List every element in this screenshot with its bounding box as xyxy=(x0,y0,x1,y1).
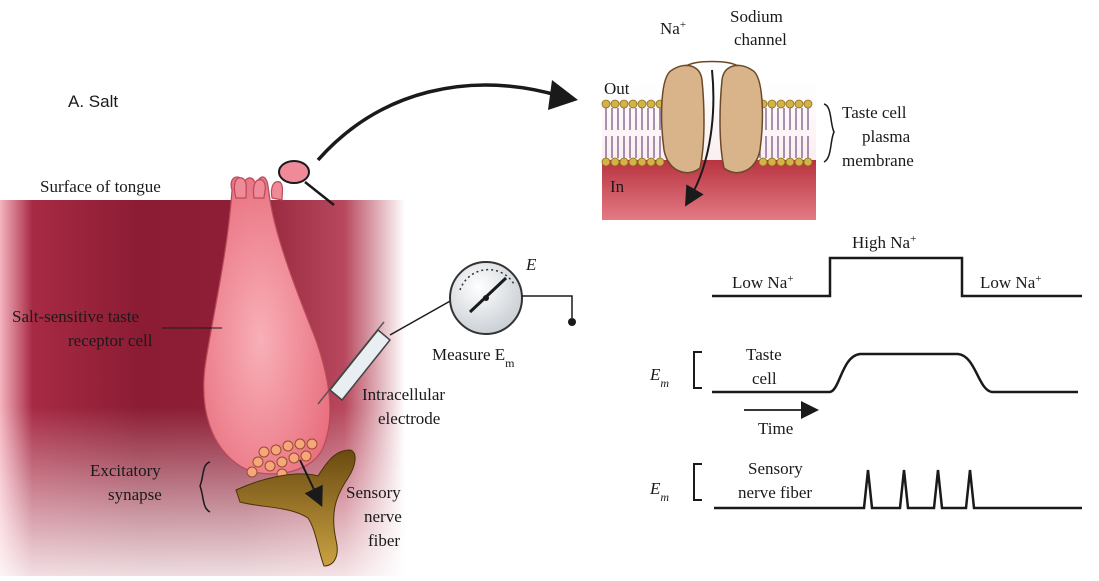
measure-label: Measure Em xyxy=(432,345,515,370)
high-na-sup: + xyxy=(910,233,916,245)
membrane-panel xyxy=(602,62,816,221)
low-na-right-sup: + xyxy=(1035,273,1041,285)
surface-label: Surface of tongue xyxy=(40,177,161,196)
low-na-left-text: Low Na xyxy=(732,273,788,292)
low-na-left-label: Low Na+ xyxy=(732,273,793,292)
nerve-trace-label-line2: nerve fiber xyxy=(738,483,812,502)
nerve-label-line3: fiber xyxy=(368,531,400,550)
em-bracket-nerve xyxy=(694,464,702,500)
receptor-label-line2: receptor cell xyxy=(68,331,153,350)
low-na-right-label: Low Na+ xyxy=(980,273,1041,292)
zoom-arrow-head xyxy=(548,80,578,110)
nerve-label-line2: nerve xyxy=(364,507,402,526)
electrode-label-line1: Intracellular xyxy=(362,385,445,404)
receptor-label-line1: Salt-sensitive taste xyxy=(12,307,139,326)
time-label: Time xyxy=(758,419,793,438)
em-taste-sub: m xyxy=(660,376,669,390)
membrane-label-line2: plasma xyxy=(862,127,911,146)
sodium-label-line1: Sodium xyxy=(730,7,783,26)
measure-text: Measure E xyxy=(432,345,505,364)
measure-sub: m xyxy=(505,356,515,370)
em-nerve-main: E xyxy=(649,479,661,498)
taste-cell-label-line2: cell xyxy=(752,369,777,388)
membrane-bracket xyxy=(824,104,834,162)
synapse-label-line1: Excitatory xyxy=(90,461,161,480)
membrane-label-line3: membrane xyxy=(842,151,914,170)
zoom-arrow xyxy=(318,85,560,160)
na-ion-label: Na+ xyxy=(660,19,686,38)
nerve-trace-label-line1: Sensory xyxy=(748,459,803,478)
low-na-left-sup: + xyxy=(787,273,793,285)
membrane-label-line1: Taste cell xyxy=(842,103,907,122)
sodium-label-line2: channel xyxy=(734,30,787,49)
panel-title: A. Salt xyxy=(68,92,118,111)
zoom-circle xyxy=(279,161,334,205)
synapse-label-line2: synapse xyxy=(108,485,162,504)
em-taste-main: E xyxy=(649,365,661,384)
em-nerve-sub: m xyxy=(660,490,669,504)
out-label: Out xyxy=(604,79,630,98)
high-na-label: High Na+ xyxy=(852,233,916,252)
em-label-taste: Em xyxy=(649,365,669,390)
em-label-nerve: Em xyxy=(649,479,669,504)
na-ion-text: Na xyxy=(660,19,680,38)
voltmeter xyxy=(450,262,576,334)
in-label: In xyxy=(610,177,625,196)
electrode-label-line2: electrode xyxy=(378,409,440,428)
meter-e-label: E xyxy=(525,255,537,274)
high-na-text: High Na xyxy=(852,233,911,252)
na-ion-sup: + xyxy=(680,19,686,31)
microvilli xyxy=(234,178,282,200)
low-na-right-text: Low Na xyxy=(980,273,1036,292)
em-bracket-taste xyxy=(694,352,702,388)
nerve-label-line1: Sensory xyxy=(346,483,401,502)
taste-cell-label-line1: Taste xyxy=(746,345,782,364)
